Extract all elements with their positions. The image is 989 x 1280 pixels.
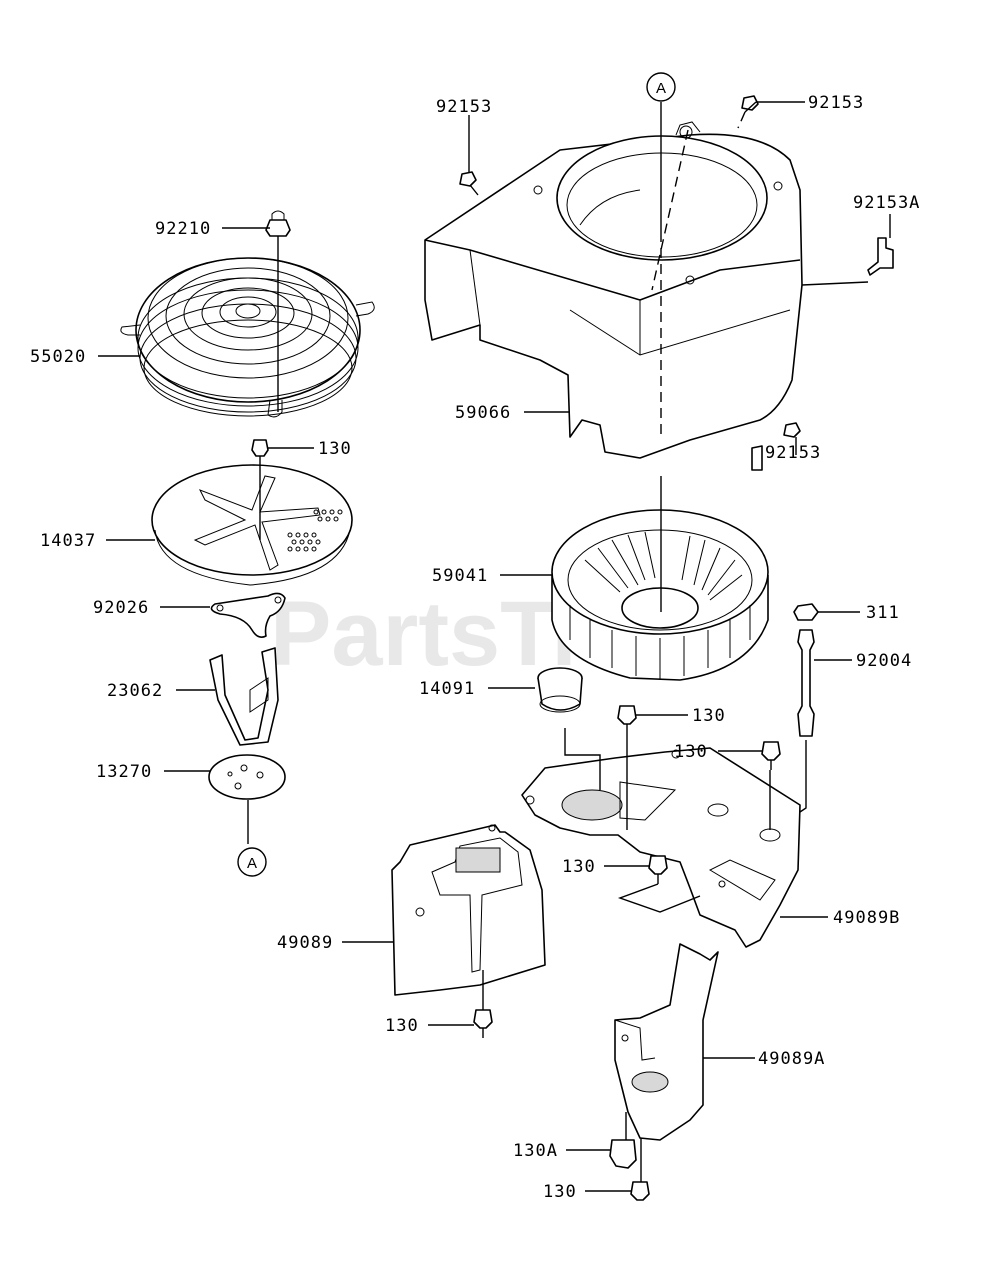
- label-49089: 49089: [277, 933, 333, 953]
- label-55020: 55020: [30, 347, 86, 367]
- svg-text:A: A: [656, 80, 666, 97]
- bolt-92153A: [867, 237, 894, 276]
- label-92026: 92026: [93, 598, 149, 618]
- label-130-e: 130: [543, 1182, 577, 1202]
- plate-13270: [208, 754, 286, 800]
- label-130-c: 130: [562, 857, 596, 877]
- label-130-a: 130: [692, 706, 726, 726]
- base-49089B: [521, 747, 801, 948]
- label-14037: 14037: [40, 531, 96, 551]
- label-23062: 23062: [107, 681, 163, 701]
- label-59041: 59041: [432, 566, 488, 586]
- svg-text:A: A: [247, 855, 257, 872]
- label-92153-top-right: 92153: [808, 93, 864, 113]
- label-92153A: 92153A: [853, 193, 920, 213]
- bolt-130-d: [473, 1009, 493, 1038]
- leader-lines: [98, 101, 891, 1192]
- label-14091: 14091: [419, 679, 475, 699]
- nut-92210: [265, 210, 291, 237]
- cover-49089A: [614, 943, 719, 1141]
- label-92153-top-left: 92153: [436, 97, 492, 117]
- screen-55020: [120, 257, 375, 418]
- bracket-23062: [209, 647, 279, 746]
- reference-marker-bottom: A: [237, 847, 267, 877]
- label-92153-lower: 92153: [765, 443, 821, 463]
- guide-bolt-c: [617, 883, 701, 913]
- label-311: 311: [866, 603, 900, 623]
- bolt-130-a: [617, 705, 637, 736]
- bolt-92153-top-right: [741, 95, 759, 111]
- label-130-b: 130: [674, 742, 708, 762]
- bolt-130-e: [630, 1181, 650, 1201]
- bolt-130-c: [648, 855, 668, 884]
- guide-collar: [564, 728, 601, 790]
- label-49089B: 49089B: [833, 908, 900, 928]
- label-92210: 92210: [155, 219, 211, 239]
- label-92004: 92004: [856, 651, 912, 671]
- shroud-59066: [424, 121, 803, 459]
- bolt-92153-top-left: [459, 171, 479, 196]
- label-130-plate: 130: [318, 439, 352, 459]
- label-59066: 59066: [455, 403, 511, 423]
- label-130-d: 130: [385, 1016, 419, 1036]
- label-130A: 130A: [513, 1141, 558, 1161]
- guide-stud: [799, 740, 807, 813]
- stud-92004: [797, 629, 815, 737]
- plate-mesh: [287, 509, 343, 552]
- nut-311: [793, 603, 819, 621]
- collar-14091: [537, 667, 583, 713]
- bolt-130-b: [761, 741, 781, 770]
- bolt-130-plate: [251, 439, 269, 466]
- fan-59041: [551, 509, 769, 681]
- cover-49089: [391, 824, 546, 996]
- label-49089A: 49089A: [758, 1049, 825, 1069]
- part-labels: 92153 92153 92153A 92153 92210 55020 590…: [30, 93, 920, 1202]
- bolt-guide-dashed: [651, 111, 746, 291]
- plate-14037: [151, 464, 353, 586]
- bolt-130A: [609, 1139, 637, 1169]
- bolt-92153-lower: [751, 422, 801, 471]
- reference-marker-top: A: [646, 72, 676, 102]
- gasket-92026: [210, 592, 286, 638]
- label-13270: 13270: [96, 762, 152, 782]
